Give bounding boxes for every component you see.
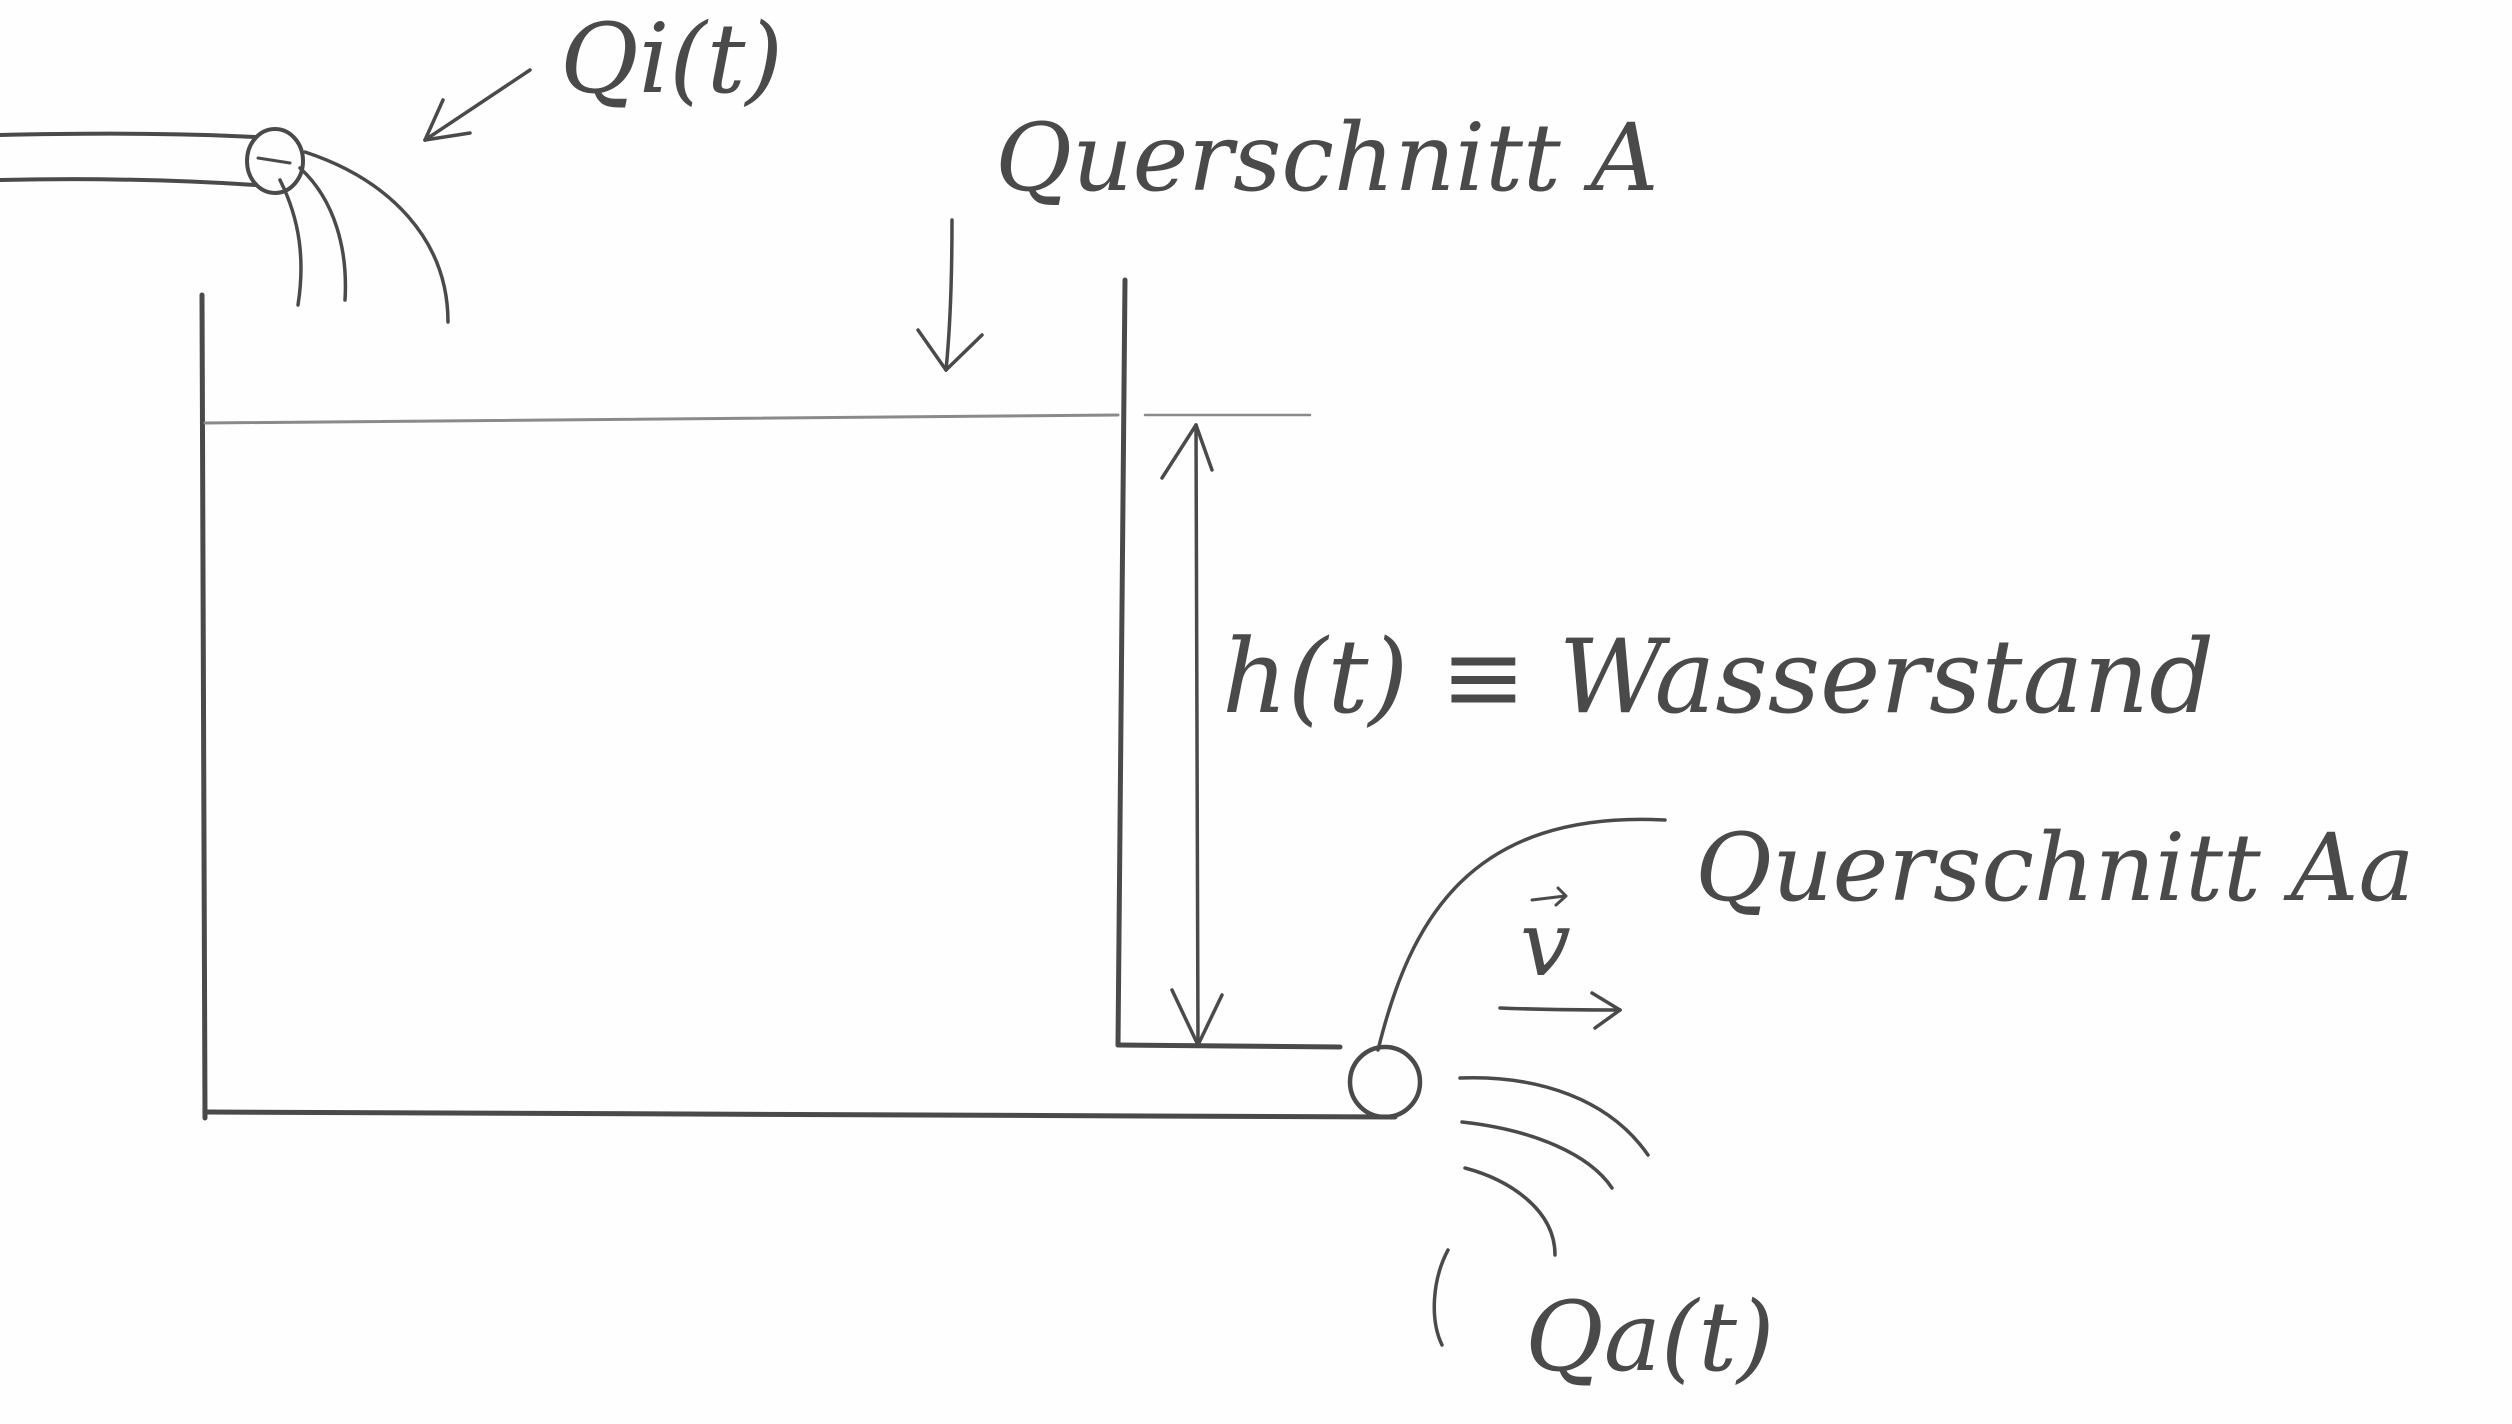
inflow-pipe — [0, 127, 305, 195]
inflow-label: Qi(t) — [560, 3, 783, 115]
outlet-leader-line — [1376, 817, 1667, 1052]
cross-section-arrow — [916, 218, 984, 372]
cross-section-outlet-label: Querschnitt Aa — [1695, 814, 2415, 923]
water-level-label: h(t) ≡ Wasserstand — [1222, 618, 2214, 737]
water-surface — [203, 413, 1120, 425]
inflow-stream — [278, 150, 450, 324]
outflow-stream — [1432, 1076, 1650, 1347]
velocity-label: v — [1520, 892, 1571, 997]
inflow-arrow — [423, 68, 532, 142]
cross-section-top-label: Querschnitt A — [995, 104, 1659, 213]
velocity-arrow — [1498, 991, 1622, 1030]
velocity-vector-mark — [1530, 886, 1568, 907]
outlet-opening — [1347, 1044, 1423, 1120]
outflow-label: Qa(t) — [1525, 1281, 1774, 1393]
level-dimension-arrow — [1160, 423, 1224, 1047]
tank — [199, 277, 1398, 1121]
